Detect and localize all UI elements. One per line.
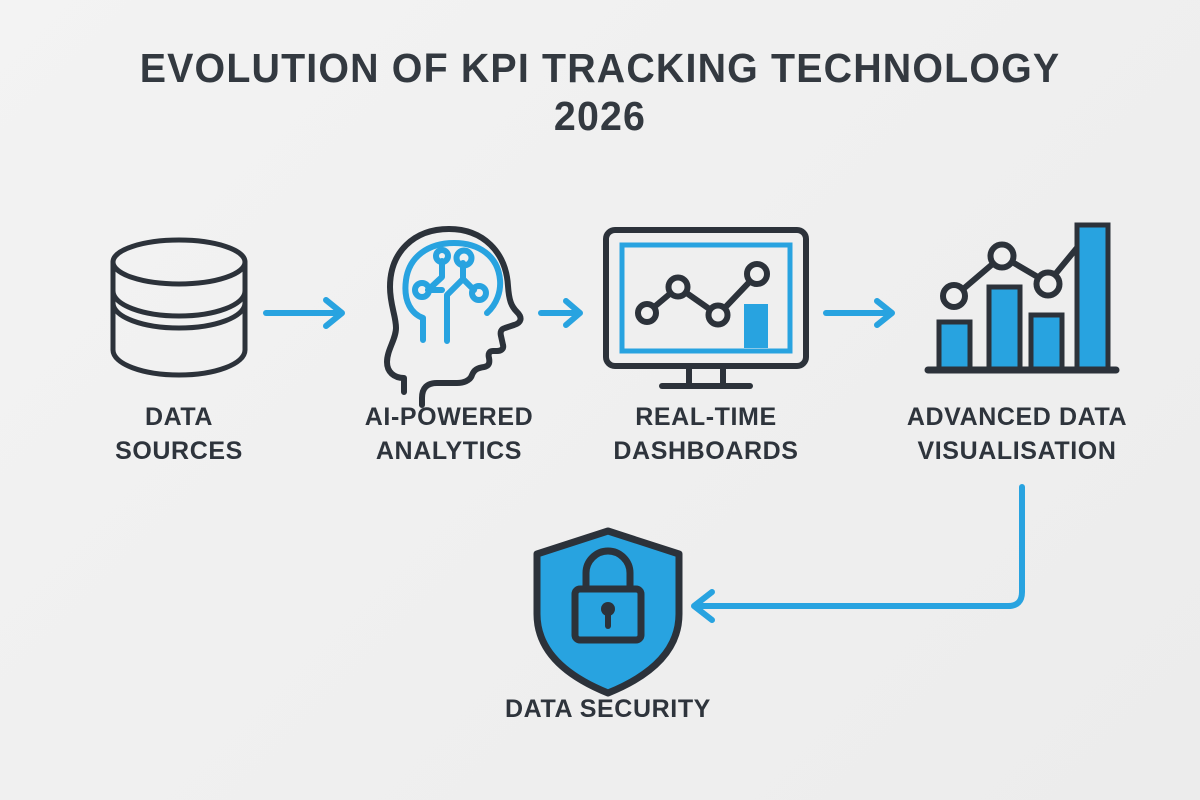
arrow-3-icon: [823, 298, 895, 328]
bar-chart-icon[interactable]: [924, 222, 1120, 374]
step-label-real-time-dashboards: REAL-TIME DASHBOARDS: [613, 403, 799, 465]
shield-lock-icon[interactable]: [533, 527, 683, 697]
page-title: EVOLUTION OF KPI TRACKING TECHNOLOGY 202…: [0, 44, 1200, 140]
brain-circuit-head-icon[interactable]: [384, 226, 524, 408]
title-line-2: 2026: [553, 93, 647, 139]
step-label-advanced-data-visualisation: ADVANCED DATA VISUALISATION: [906, 403, 1128, 465]
step-label-ai-powered-analytics: AI-POWERED ANALYTICS: [364, 403, 534, 465]
arrow-2-icon: [538, 298, 583, 328]
title-line-1: EVOLUTION OF KPI TRACKING TECHNOLOGY: [139, 45, 1061, 91]
monitor-dashboard-icon[interactable]: [603, 227, 809, 389]
step-label-data-security: DATA SECURITY: [505, 695, 711, 723]
database-icon[interactable]: [110, 237, 248, 378]
step-label-data-sources: DATA SOURCES: [115, 403, 243, 465]
arrow-1-icon: [263, 297, 345, 329]
arrow-4-elbow-icon: [691, 484, 1025, 623]
